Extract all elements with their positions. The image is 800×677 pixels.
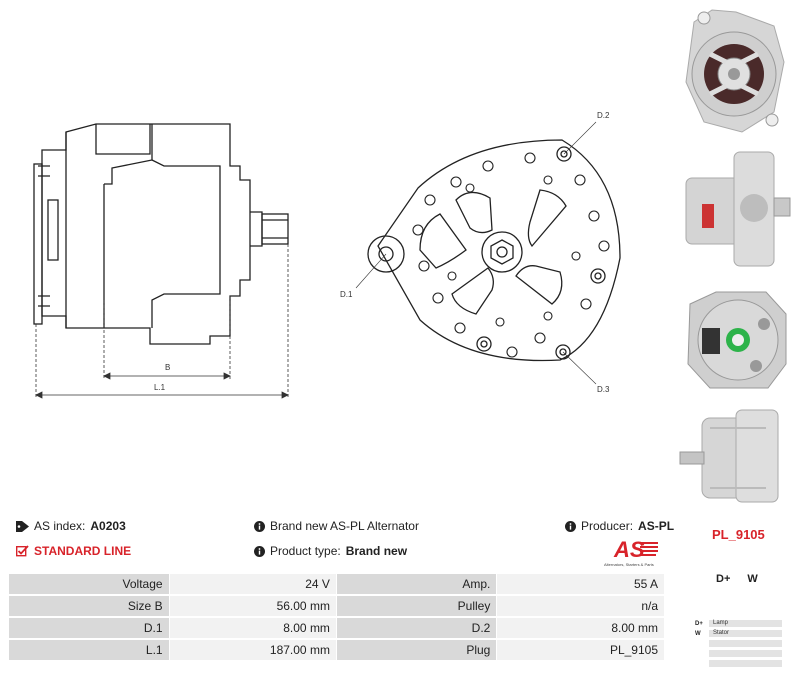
photo-side-view-2[interactable]	[676, 408, 800, 504]
legend-row	[692, 639, 782, 649]
as-pl-logo: AS Alternators, Starters & Parts	[604, 537, 658, 567]
brand-text: Brand new AS-PL Alternator	[270, 519, 419, 533]
info-icon	[254, 520, 265, 532]
spec-value: n/a	[496, 594, 665, 618]
product-code: PL_9105	[712, 527, 765, 542]
spec-label: Size B	[8, 594, 170, 618]
spec-label: Voltage	[8, 573, 170, 596]
as-index: AS index: A0203	[16, 519, 126, 533]
terminal-d-plus: D+	[716, 573, 731, 585]
producer-value: AS-PL	[638, 519, 675, 533]
spec-label: L.1	[8, 638, 170, 662]
standard-line-label: STANDARD LINE	[34, 544, 132, 558]
checkbox-checked-icon	[16, 545, 29, 557]
producer: Producer: AS-PL	[565, 519, 674, 533]
table-row: L.1 187.00 mm Plug PL_9105	[8, 638, 665, 662]
terminal-labels: D+ W	[716, 573, 758, 585]
photo-side-view-1[interactable]	[676, 148, 800, 272]
dim-d2-label: D.2	[597, 111, 610, 120]
dim-l1-label: L.1	[154, 383, 166, 392]
legend-row	[692, 649, 782, 659]
legend-row	[692, 659, 782, 669]
spec-value: 55 A	[496, 573, 665, 596]
svg-text:Alternators, Starters & Parts: Alternators, Starters & Parts	[604, 562, 654, 567]
svg-text:AS: AS	[613, 537, 645, 562]
technical-drawing: B L.1 D.2 D.3 D.1	[33, 111, 621, 399]
table-row: Size B 56.00 mm Pulley n/a	[8, 594, 665, 618]
photo-front-view[interactable]	[676, 284, 800, 394]
spec-label: D.2	[335, 616, 498, 640]
dim-d3-label: D.3	[597, 385, 610, 394]
product-photos	[676, 0, 800, 505]
info-icon	[254, 545, 265, 557]
photo-rear-view[interactable]	[676, 2, 800, 144]
table-row: D.1 8.00 mm D.2 8.00 mm	[8, 616, 665, 640]
tag-icon	[16, 520, 29, 532]
product-type-label: Product type:	[270, 544, 341, 558]
spec-value: 24 V	[168, 573, 337, 596]
dim-d1-label: D.1	[340, 290, 353, 299]
spec-value: 56.00 mm	[168, 594, 337, 618]
product-type: Product type: Brand new	[254, 544, 407, 558]
spec-value: PL_9105	[496, 638, 665, 662]
dim-b-label: B	[165, 363, 170, 372]
table-row: Voltage 24 V Amp. 55 A	[8, 573, 665, 596]
as-index-value: A0203	[90, 519, 126, 533]
spec-value: 187.00 mm	[168, 638, 337, 662]
spec-label: D.1	[8, 616, 170, 640]
terminal-w: W	[747, 573, 758, 585]
standard-line: STANDARD LINE	[16, 544, 131, 558]
spec-label: Plug	[335, 638, 498, 662]
spec-value: 8.00 mm	[496, 616, 665, 640]
brand-info: Brand new AS-PL Alternator	[254, 519, 419, 533]
spec-value: 8.00 mm	[168, 616, 337, 640]
as-index-label: AS index:	[34, 519, 86, 533]
specs-table: Voltage 24 V Amp. 55 A Size B 56.00 mm P…	[8, 573, 665, 662]
info-icon	[565, 520, 576, 532]
legend-row: D+Lamp	[692, 619, 782, 629]
spec-label: Amp.	[335, 573, 498, 596]
spec-label: Pulley	[335, 594, 498, 618]
producer-label: Producer:	[581, 519, 634, 533]
product-type-value: Brand new	[345, 544, 408, 558]
